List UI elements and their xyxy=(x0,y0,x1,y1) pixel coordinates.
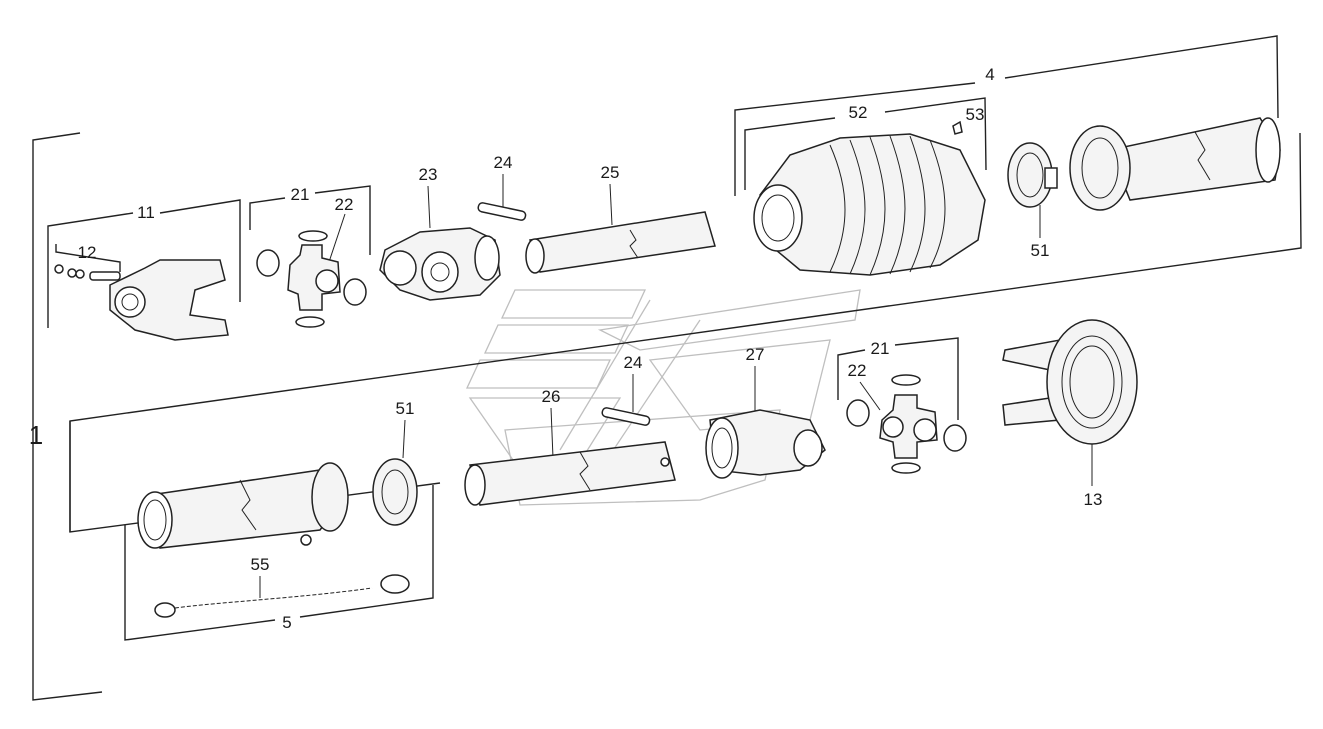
callout-25: 25 xyxy=(601,163,620,182)
callout-21-bottom: 21 xyxy=(871,339,890,358)
part-26-tube-bottom: 26 xyxy=(464,387,676,506)
callout-13: 13 xyxy=(1084,490,1103,509)
callout-24-bottom: 24 xyxy=(624,353,643,372)
assembly-bracket-5: 5 xyxy=(124,485,434,641)
callout-22-bottom: 22 xyxy=(848,361,867,380)
part-24-pin-top: 24 xyxy=(477,153,527,221)
callout-51-bottom: 51 xyxy=(396,399,415,418)
callout-12: 12 xyxy=(78,243,97,262)
part-51-bearing-ring-top: 51 xyxy=(1007,142,1058,260)
callout-26: 26 xyxy=(542,387,561,406)
callout-22-top: 22 xyxy=(335,195,354,214)
part-24-pin-bottom: 24 xyxy=(601,353,651,426)
callout-4: 4 xyxy=(985,65,994,84)
assembly-bracket-1: 1 xyxy=(29,132,103,701)
part-5-inner-tube xyxy=(137,462,349,549)
callout-21-top: 21 xyxy=(291,185,310,204)
part-13-yoke-guard: 13 xyxy=(1002,319,1138,509)
callout-27: 27 xyxy=(746,345,765,364)
part-21-cross-kit-top: 21 22 xyxy=(249,185,371,328)
callout-11: 11 xyxy=(137,203,155,222)
part-25-tube-top: 25 xyxy=(525,163,716,274)
assembly-bracket-4: 4 xyxy=(734,35,1279,196)
part-21-cross-kit-bottom: 21 22 xyxy=(837,337,967,474)
callout-51-top: 51 xyxy=(1031,241,1050,260)
callout-23: 23 xyxy=(419,165,438,184)
callout-52: 52 xyxy=(849,103,868,122)
callout-24-top: 24 xyxy=(494,153,513,172)
part-4-outer-tube xyxy=(1069,117,1281,211)
callout-53: 53 xyxy=(966,105,985,124)
part-51-bearing-ring-bottom: 51 xyxy=(372,399,418,526)
part-55-chain: 55 xyxy=(154,555,410,618)
part-23-yoke: 23 xyxy=(379,165,501,301)
callout-1: 1 xyxy=(29,420,43,450)
part-52-guard-cone: 52 53 xyxy=(744,97,987,276)
callout-55: 55 xyxy=(251,555,270,574)
part-11-yoke: 11 12 xyxy=(54,199,241,341)
part-27-yoke: 27 xyxy=(705,345,826,479)
callout-5: 5 xyxy=(282,613,291,632)
